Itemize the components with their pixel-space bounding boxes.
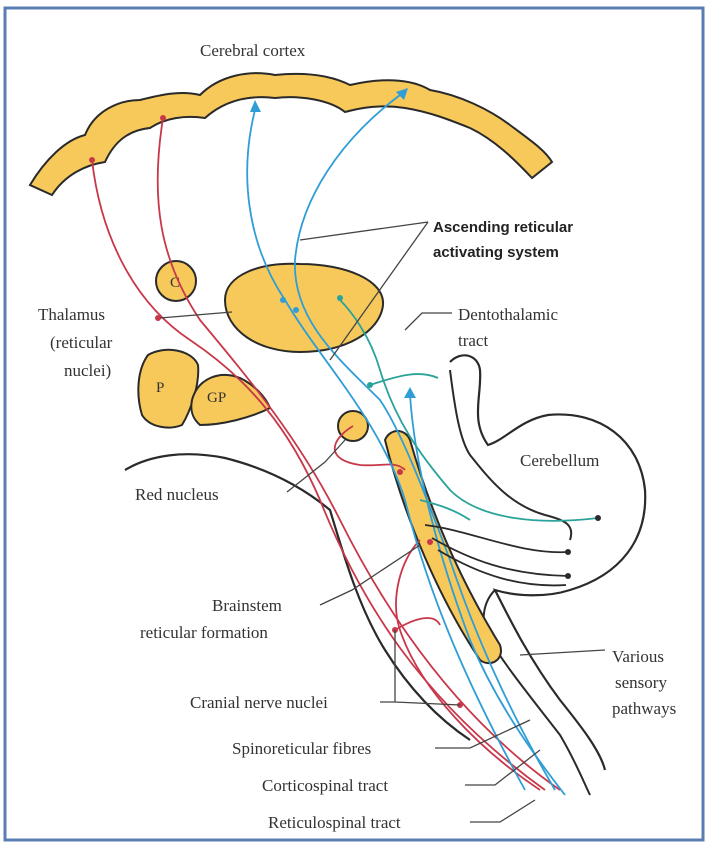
cerebellum-label: Cerebellum [520, 451, 599, 470]
dentothalamic-label-line2: tract [458, 331, 488, 350]
black-dot [595, 515, 601, 521]
brainstem-label-line2: reticular formation [140, 623, 268, 642]
red-dot [89, 157, 95, 163]
cerebral-cortex-shape [30, 73, 552, 195]
reticulospinal-label: Reticulospinal tract [268, 813, 401, 832]
teal-fibre-2 [370, 374, 438, 385]
arac-fibre-1 [247, 110, 525, 790]
black-dots [565, 515, 601, 579]
arac-label-line2: activating system [433, 244, 559, 261]
various-label-line3: pathways [612, 699, 676, 718]
globus-pallidus-label: GP [207, 390, 226, 406]
reticulospinal-leader [470, 800, 535, 822]
red-dot [427, 539, 433, 545]
putamen-shape [138, 350, 198, 428]
thalamus-label-line3: nuclei) [64, 361, 111, 380]
various-label-line2: sensory [615, 673, 667, 692]
arac-label-line1: Ascending reticular [433, 219, 573, 236]
teal-dot [337, 295, 343, 301]
arac-leader-1 [300, 222, 428, 240]
corticospinal-label: Corticospinal tract [262, 776, 388, 795]
blue-arrowhead [250, 100, 261, 112]
cerebellum-inner-outline [484, 590, 590, 795]
cerebral-cortex-label: Cerebral cortex [200, 41, 306, 60]
blue-arrowhead [404, 387, 416, 398]
red-dot [160, 115, 166, 121]
thalamus-label-line1: Thalamus [38, 305, 105, 324]
teal-dot [367, 382, 373, 388]
red-nucleus-leader [287, 440, 345, 492]
cranial-nerve-nuclei-label: Cranial nerve nuclei [190, 693, 328, 712]
blue-dot [293, 307, 299, 313]
brainstem-label-line1: Brainstem [212, 596, 282, 615]
black-dot [565, 573, 571, 579]
dentothalamic-label-line1: Dentothalamic [458, 305, 559, 324]
dentothalamic-leader [405, 313, 452, 330]
cranial-leader [380, 630, 460, 705]
cranial-nerve-fibre [395, 618, 440, 630]
red-nucleus-label: Red nucleus [135, 485, 219, 504]
red-dot [397, 469, 403, 475]
arac-fibre-2 [295, 95, 555, 790]
putamen-label: P [156, 380, 164, 396]
thalamus-label-line2: (reticular [50, 333, 113, 352]
various-label-line1: Various [612, 647, 664, 666]
blue-dot [280, 297, 286, 303]
black-dot [565, 549, 571, 555]
spinoreticular-label: Spinoreticular fibres [232, 739, 371, 758]
various-leader [520, 650, 605, 655]
reticulospinal-fibre [396, 540, 540, 790]
